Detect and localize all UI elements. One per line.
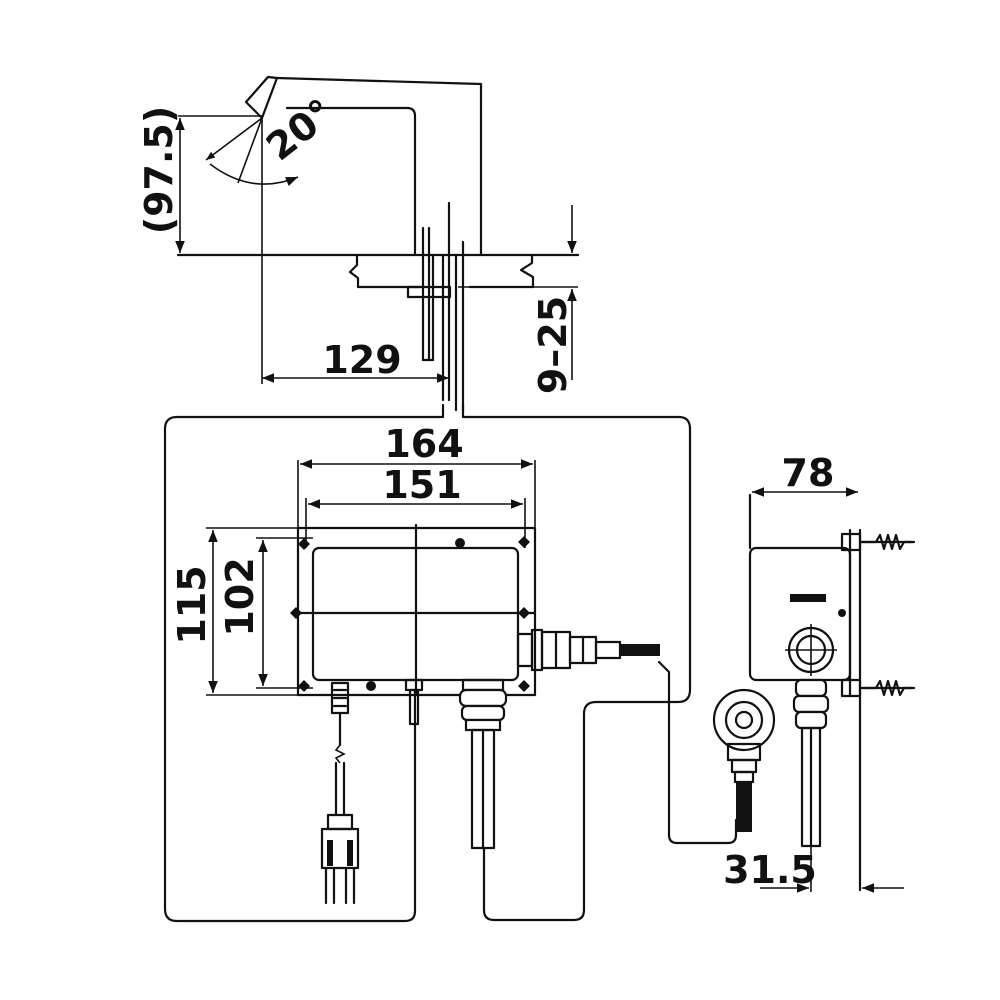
dim-spout-angle: 20° <box>258 90 342 169</box>
hose-routing-outline <box>163 403 445 923</box>
dim-side-depth: 78 <box>782 451 835 495</box>
dim-deck-thickness: 9–25 <box>531 296 575 394</box>
solenoid-valve <box>712 688 776 832</box>
faucet-side-view <box>175 75 580 412</box>
angle-arc <box>209 163 299 187</box>
faucet-spout <box>275 76 483 257</box>
wall-anchor-bottom <box>840 678 916 698</box>
countertop-right-break <box>468 253 535 289</box>
braided-hose-valve <box>736 782 752 832</box>
dim-box-inner-height: 102 <box>218 557 262 636</box>
power-plug <box>320 813 360 905</box>
wall-anchor-top <box>840 532 916 552</box>
control-box-front <box>206 459 660 905</box>
countertop-left-break <box>348 253 422 289</box>
braided-hose-right <box>620 644 660 656</box>
control-box-side <box>748 487 916 893</box>
dim-spout-reach: 129 <box>322 338 401 382</box>
spout-tip <box>244 75 279 120</box>
dim-box-outer-width: 164 <box>384 422 463 466</box>
dim-box-outer-height: 115 <box>170 565 214 644</box>
dim-side-offset: 31.5 <box>723 848 817 892</box>
dim-spout-height: (97.5) <box>137 106 181 235</box>
dim-box-inner-width: 151 <box>382 463 461 507</box>
